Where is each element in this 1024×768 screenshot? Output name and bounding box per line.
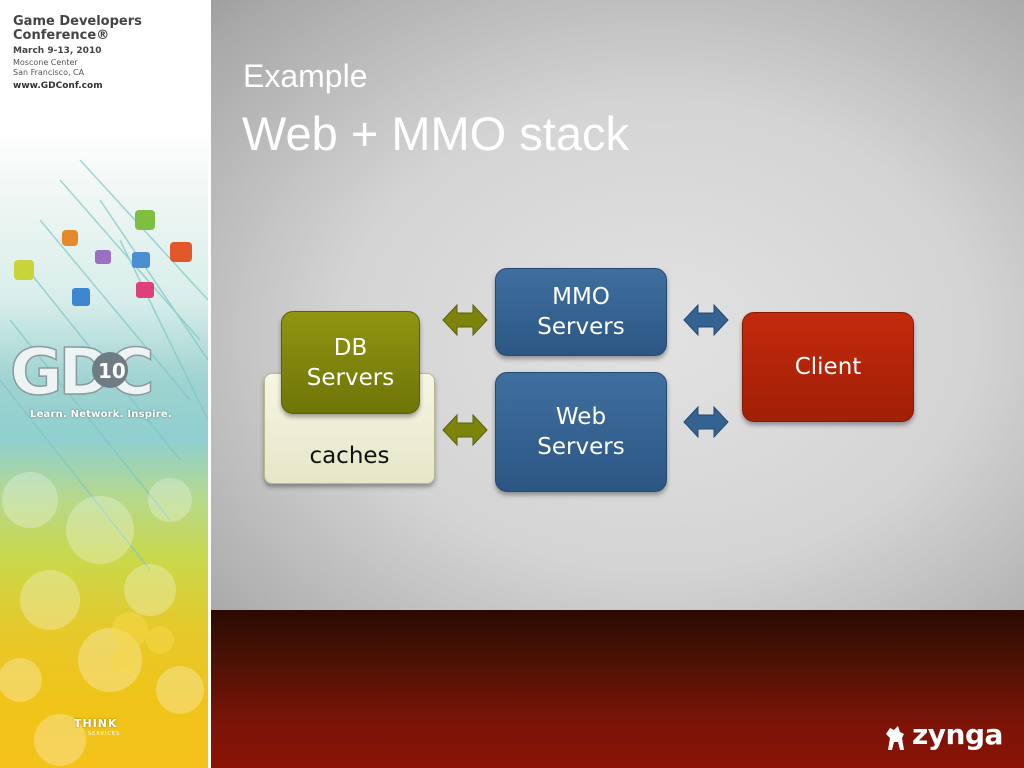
slide-title: Web + MMO stack bbox=[242, 107, 629, 160]
web-client-arrow bbox=[683, 405, 729, 439]
zynga-dog-icon bbox=[886, 726, 904, 750]
think-services-logo: THINK bbox=[74, 717, 118, 730]
slide-footer bbox=[211, 610, 1024, 768]
client-box: Client bbox=[742, 312, 914, 422]
db-mmo-arrow bbox=[442, 303, 488, 337]
think-services-sub: SERVICES bbox=[88, 731, 121, 737]
conference-dates: March 9-13, 2010 bbox=[13, 46, 102, 56]
app-icon bbox=[132, 252, 150, 268]
slide-kicker: Example bbox=[243, 58, 368, 94]
gdc-logo-number: 10 bbox=[98, 359, 126, 383]
app-icon bbox=[72, 288, 90, 306]
conference-sidebar: Game Developers Conference® March 9-13, … bbox=[0, 0, 208, 768]
gdc-logo-text: GDC bbox=[10, 338, 151, 406]
app-icon bbox=[135, 210, 155, 230]
db-web-arrow bbox=[442, 413, 488, 447]
app-icon bbox=[14, 260, 34, 280]
app-icon bbox=[62, 230, 78, 246]
app-icon bbox=[95, 250, 111, 264]
mmo-client-arrow bbox=[683, 303, 729, 337]
mmo-servers-box: MMO Servers bbox=[495, 268, 667, 356]
gdc-tagline: Learn. Network. Inspire. bbox=[30, 409, 172, 420]
conference-url: www.GDConf.com bbox=[13, 81, 103, 91]
decorative-bubbles bbox=[0, 472, 204, 766]
web-servers-box: Web Servers bbox=[495, 372, 667, 492]
app-icon bbox=[170, 242, 192, 262]
db-servers-box: DB Servers bbox=[281, 311, 420, 414]
gdc-logo: GDC 10 bbox=[10, 338, 155, 406]
conference-title: Game Developers Conference® bbox=[13, 14, 142, 43]
sidebar-divider bbox=[208, 0, 211, 768]
zynga-logo: zynga bbox=[912, 718, 1003, 751]
conference-venue: Moscone Center bbox=[13, 58, 78, 67]
decorative-streaks bbox=[0, 159, 208, 571]
conference-city: San Francisco, CA bbox=[13, 68, 85, 77]
app-icon bbox=[136, 282, 154, 298]
